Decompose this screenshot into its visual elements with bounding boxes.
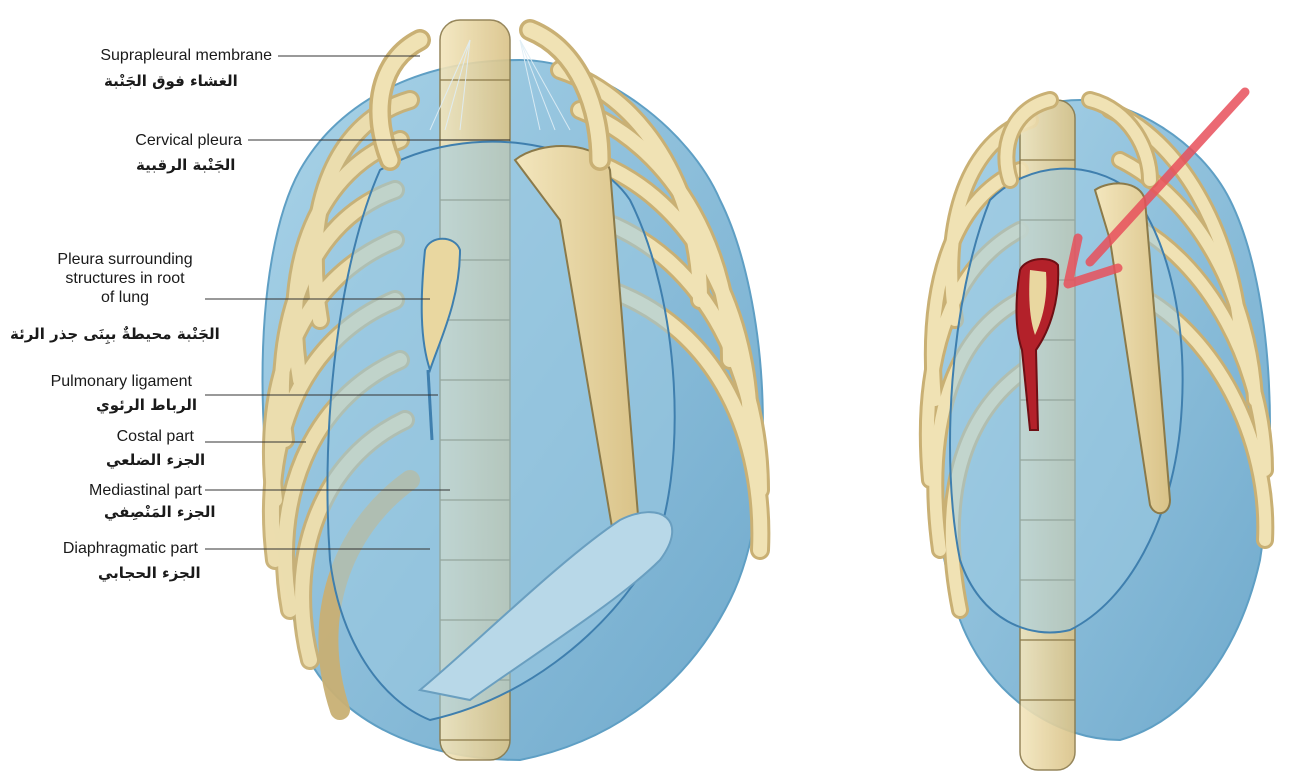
label-root-of-lung: Pleura surrounding structures in root of… <box>30 250 220 307</box>
label-root-line-3: of lung <box>30 288 220 307</box>
label-mediastinal-part: Mediastinal part <box>30 481 202 500</box>
label-costal-part: Costal part <box>30 427 194 446</box>
label-pulmonary-ligament: Pulmonary ligament <box>30 372 192 391</box>
label-diaphragmatic-part: Diaphragmatic part <box>20 539 198 558</box>
label-root-of-lung-ar: الجَنْبة محيطةٌ ببِنَى جذر الرئة <box>10 325 220 344</box>
right-thorax <box>928 92 1270 770</box>
label-suprapleural-membrane: Suprapleural membrane <box>40 46 272 65</box>
label-cervical-pleura: Cervical pleura <box>40 131 242 150</box>
label-root-line-1: Pleura surrounding <box>30 250 220 269</box>
left-thorax <box>263 20 763 760</box>
label-root-line-2: structures in root <box>30 269 220 288</box>
label-diaphragmatic-part-ar: الجزء الحجابي <box>98 564 201 583</box>
label-costal-part-ar: الجزء الضلعي <box>106 451 205 470</box>
label-cervical-pleura-ar: الجَنْبة الرقبية <box>136 156 235 175</box>
label-suprapleural-membrane-ar: الغشاء فوق الجَنْبة <box>104 72 238 91</box>
label-pulmonary-ligament-ar: الرباط الرئوي <box>96 396 197 415</box>
label-mediastinal-part-ar: الجزء المَنْصِفي <box>104 503 216 522</box>
